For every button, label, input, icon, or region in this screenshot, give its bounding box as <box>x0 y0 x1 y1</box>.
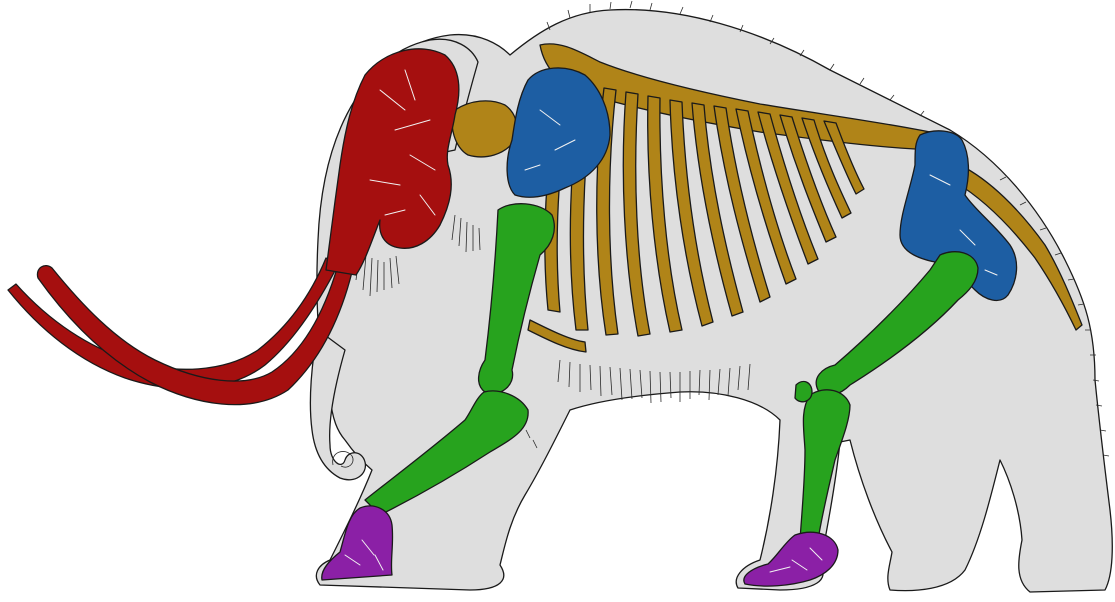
patella <box>795 381 812 401</box>
tusk-right <box>37 265 352 405</box>
hind-foot <box>744 532 838 586</box>
cervical-vertebrae <box>452 101 517 157</box>
